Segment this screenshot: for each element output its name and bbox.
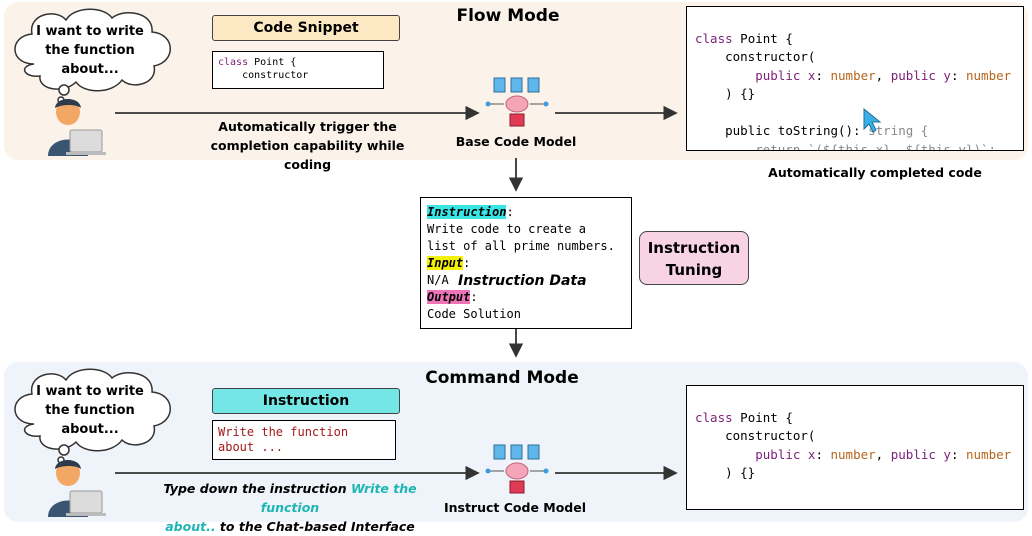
instruction-data-label: Instruction Data (458, 273, 587, 289)
thought-cloud-icon (14, 368, 171, 464)
instruction-tuning-box: Instruction Tuning (639, 231, 749, 285)
flow-caption: Automatically trigger the completion cap… (210, 119, 405, 172)
instruct-code-model-label: Instruct Code Model (443, 500, 587, 515)
base-code-model-icon (485, 77, 549, 127)
instruction-code-box: Write the function about ... (212, 420, 396, 460)
completed-code-box: class Point { constructor( public x: num… (686, 6, 1024, 151)
command-caption: Type down the instruction Write the func… (163, 481, 417, 534)
connector-arrows (115, 105, 678, 481)
output-key: Output (427, 290, 471, 304)
instruction-data-box: Instruction: Write code to create a list… (420, 197, 632, 329)
completed-code-caption: Automatically completed code (768, 165, 982, 180)
flow-thought-text: I want to write the function about... (36, 24, 144, 77)
mouse-cursor-icon (863, 107, 882, 133)
instruct-code-model-icon (485, 444, 549, 494)
command-mode-title: Command Mode (425, 368, 579, 388)
developer-avatar-icon (48, 99, 106, 156)
developer-avatar-icon (48, 460, 106, 517)
instruction-key: Instruction (427, 205, 507, 219)
flow-mode-title: Flow Mode (456, 6, 560, 26)
instruction-label: Instruction (212, 388, 400, 414)
thought-cloud-icon (14, 8, 171, 104)
code-snippet-label: Code Snippet (212, 15, 400, 41)
command-thought-text: I want to write the function about... (36, 384, 144, 437)
command-code-box: class Point { constructor( public x: num… (686, 385, 1024, 510)
input-key: Input (427, 256, 464, 270)
base-code-model-label: Base Code Model (455, 134, 577, 149)
code-snippet-box: class Point { constructor (212, 51, 384, 89)
